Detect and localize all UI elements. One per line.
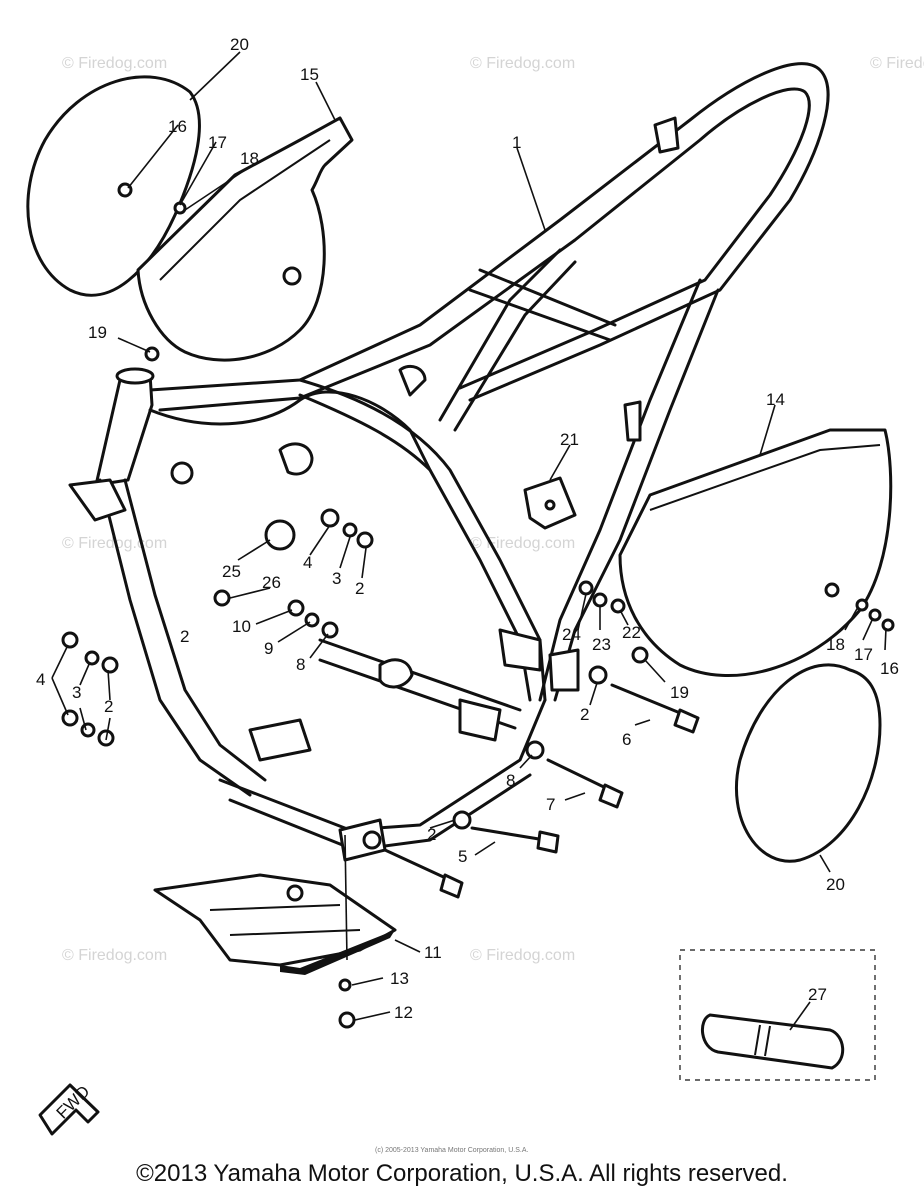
copyright-footer: ©2013 Yamaha Motor Corporation, U.S.A. A… <box>136 1160 788 1187</box>
bolt-7[interactable] <box>546 758 624 809</box>
callout-19: 19 <box>88 323 107 342</box>
grommet-19[interactable] <box>144 346 160 362</box>
main-frame[interactable] <box>68 62 830 862</box>
callout-5: 5 <box>458 847 467 866</box>
washer-8[interactable] <box>321 621 339 639</box>
washer-2[interactable] <box>101 656 119 674</box>
callout-17: 17 <box>208 133 227 152</box>
callout-2: 2 <box>104 697 113 716</box>
bolt-5b[interactable] <box>383 848 464 899</box>
side-cover-left[interactable] <box>26 75 201 297</box>
callout-12: 12 <box>394 1003 413 1022</box>
callout-13: 13 <box>390 969 409 988</box>
watermark: © Firedog.com <box>470 947 575 964</box>
callout-26: 26 <box>262 573 281 592</box>
washer-18[interactable] <box>855 598 869 612</box>
callout-14: 14 <box>766 390 785 409</box>
part-27[interactable] <box>701 1013 845 1070</box>
washer-2[interactable] <box>362 830 382 850</box>
grommet-19[interactable] <box>631 646 649 664</box>
side-cover-right[interactable] <box>734 663 882 863</box>
nut-4[interactable] <box>320 508 340 528</box>
callout-20: 20 <box>826 875 845 894</box>
watermark: © Firedog.com <box>62 55 167 72</box>
washer-8[interactable] <box>525 740 545 760</box>
inner-copyright-notice: (c) 2005-2013 Yamaha Motor Corporation, … <box>375 1147 528 1154</box>
bolt-6[interactable] <box>610 683 700 734</box>
callout-7: 7 <box>546 795 555 814</box>
bolt-5[interactable] <box>470 826 560 854</box>
callout-4: 4 <box>36 670 45 689</box>
callout-8: 8 <box>506 771 515 790</box>
nut-4[interactable] <box>61 631 79 649</box>
washer-3[interactable] <box>84 650 100 666</box>
damper-25[interactable] <box>264 519 296 551</box>
callout-11: 11 <box>424 943 442 962</box>
side-cover-plate-left[interactable] <box>136 116 354 362</box>
washer-13[interactable] <box>338 978 352 992</box>
fwd-arrow-icon: FWD <box>38 1082 100 1136</box>
side-cover-plate-right[interactable] <box>618 428 893 677</box>
callout-2: 2 <box>580 705 589 724</box>
nut-4[interactable] <box>61 709 79 727</box>
callout-3: 3 <box>332 569 341 588</box>
callout-22: 22 <box>622 623 641 642</box>
washer-2[interactable] <box>356 531 374 549</box>
watermark: © Firedog.com <box>870 55 924 72</box>
watermark: © Firedog.com <box>62 947 167 964</box>
callout-18: 18 <box>826 635 845 654</box>
bolts <box>383 683 700 899</box>
accessory-box-27 <box>679 949 876 1081</box>
callout-8: 8 <box>296 655 305 674</box>
callout-25: 25 <box>222 562 241 581</box>
callout-27: 27 <box>808 985 827 1004</box>
callout-6: 6 <box>622 730 631 749</box>
callout-21: 21 <box>560 430 579 449</box>
callout-15: 15 <box>300 65 319 84</box>
callout-18: 18 <box>240 149 259 168</box>
washer-24[interactable] <box>578 580 594 596</box>
callout-9: 9 <box>264 639 273 658</box>
washer-2[interactable] <box>588 665 608 685</box>
washer-3[interactable] <box>342 522 358 538</box>
callout-17: 17 <box>854 645 873 664</box>
callout-2: 2 <box>355 579 364 598</box>
bolt-12[interactable] <box>338 1011 356 1029</box>
callout-1: 1 <box>512 133 521 152</box>
screw-22[interactable] <box>610 598 626 614</box>
washer-3[interactable] <box>80 722 96 738</box>
callout-10: 10 <box>232 617 251 636</box>
callout-16: 16 <box>880 659 899 678</box>
watermark: © Firedog.com <box>470 55 575 72</box>
fasteners <box>61 182 895 1029</box>
callout-2: 2 <box>180 627 189 646</box>
collar-10[interactable] <box>287 599 305 617</box>
leader-lines <box>51 51 887 1031</box>
washer-17[interactable] <box>173 201 187 215</box>
callout-19: 19 <box>670 683 689 702</box>
screw-16[interactable] <box>881 618 895 632</box>
callouts: 20 15 16 17 18 19 1 14 21 25 26 4 3 2 10… <box>36 35 899 1022</box>
callout-23: 23 <box>592 635 611 654</box>
callout-4: 4 <box>303 553 312 572</box>
callout-20: 20 <box>230 35 249 54</box>
callout-2: 2 <box>427 825 436 844</box>
callout-24: 24 <box>562 625 581 644</box>
washer-23[interactable] <box>592 592 608 608</box>
callout-3: 3 <box>72 683 81 702</box>
watermark: © Firedog.com <box>470 535 575 552</box>
callout-16: 16 <box>168 117 187 136</box>
bolt-26[interactable] <box>213 589 231 607</box>
bracket-21[interactable] <box>523 476 577 530</box>
washer-17[interactable] <box>868 608 882 622</box>
washer-2[interactable] <box>452 810 472 830</box>
skid-plate[interactable] <box>153 873 397 975</box>
